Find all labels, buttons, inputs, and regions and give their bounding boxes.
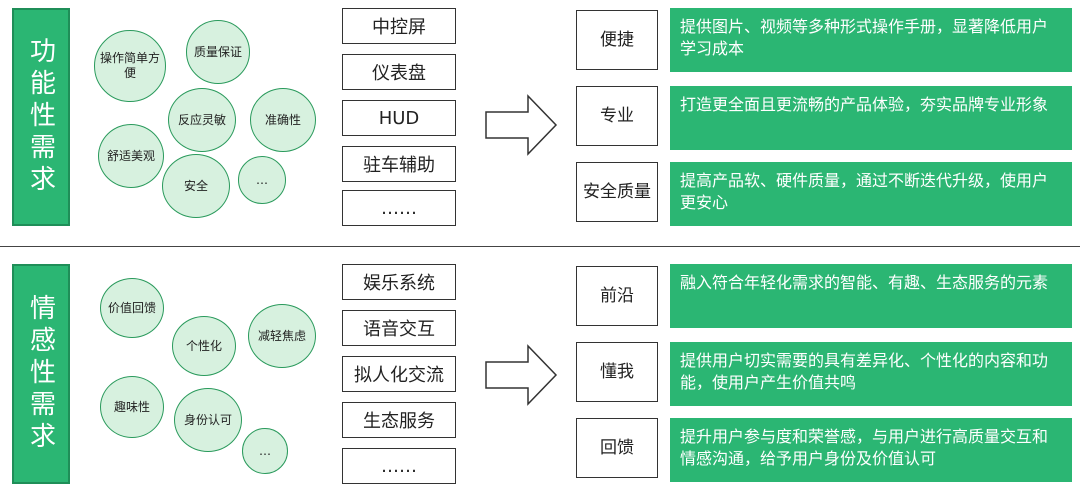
value-description: 打造更全面且更流畅的产品体验，夯实品牌专业形象: [670, 86, 1072, 150]
feature-item: 仪表盘: [342, 54, 456, 90]
arrow-right-icon: [485, 94, 558, 156]
bubble-identity: 身份认可: [174, 388, 242, 452]
bubble-comfort: 舒适美观: [98, 124, 164, 188]
value-title: 便捷: [576, 10, 658, 70]
feature-item: 驻车辅助: [342, 146, 456, 182]
bubble-value-return: 价值回馈: [100, 278, 164, 338]
bubble-easy-operation: 操作简单方便: [94, 30, 166, 102]
value-title: 懂我: [576, 342, 658, 402]
functional-needs-label: 功能性需求: [12, 8, 70, 226]
feature-item: 语音交互: [342, 310, 456, 346]
value-description: 提供用户切实需要的具有差异化、个性化的内容和功能，使用户产生价值共鸣: [670, 342, 1072, 406]
feature-item: 娱乐系统: [342, 264, 456, 300]
value-description: 提供图片、视频等多种形式操作手册，显著降低用户学习成本: [670, 8, 1072, 72]
bubble-relieve-anxiety: 减轻焦虑: [248, 304, 316, 368]
value-description: 提高产品软、硬件质量，通过不断迭代升级，使用户更安心: [670, 162, 1072, 226]
bubble-personalization: 个性化: [172, 316, 236, 376]
value-description: 提升用户参与度和荣誉感，与用户进行高质量交互和情感沟通，给予用户身份及价值认可: [670, 418, 1072, 482]
bubble-accuracy: 准确性: [250, 88, 316, 152]
feature-item: ……: [342, 190, 456, 226]
arrow-right-icon: [485, 344, 558, 406]
value-title: 回馈: [576, 418, 658, 478]
feature-item: HUD: [342, 100, 456, 136]
bubble-more: …: [242, 428, 288, 474]
section-divider: [0, 246, 1080, 247]
value-description: 融入符合年轻化需求的智能、有趣、生态服务的元素: [670, 264, 1072, 328]
value-title: 安全质量: [576, 162, 658, 222]
value-title: 专业: [576, 86, 658, 146]
emotional-needs-label: 情感性需求: [12, 264, 70, 484]
feature-item: ……: [342, 448, 456, 484]
bubble-fun: 趣味性: [100, 376, 164, 438]
bubble-safety: 安全: [162, 154, 230, 218]
feature-item: 生态服务: [342, 402, 456, 438]
bubble-more: …: [238, 156, 286, 204]
feature-item: 拟人化交流: [342, 356, 456, 392]
value-title: 前沿: [576, 266, 658, 326]
feature-item: 中控屏: [342, 8, 456, 44]
bubble-responsive: 反应灵敏: [168, 88, 236, 152]
bubble-quality: 质量保证: [186, 20, 250, 84]
